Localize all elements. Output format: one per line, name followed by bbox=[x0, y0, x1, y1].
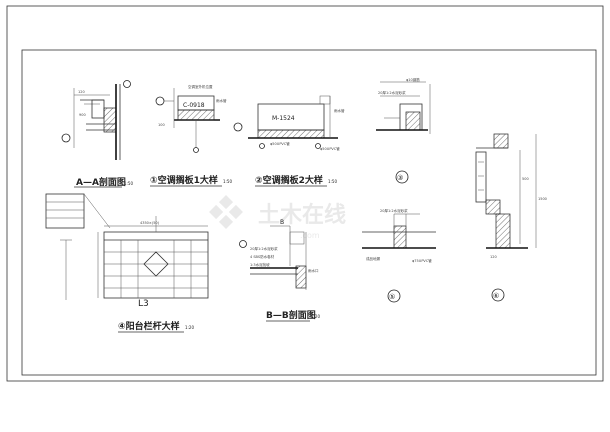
aa-scale: 1:50 bbox=[124, 181, 133, 186]
svg-text:120: 120 bbox=[490, 255, 497, 259]
svg-text:900: 900 bbox=[79, 113, 86, 117]
svg-text:φ10钢筋: φ10钢筋 bbox=[406, 77, 420, 82]
detail-3-mark: ③ bbox=[395, 170, 409, 184]
svg-text:空调室外机位置: 空调室外机位置 bbox=[188, 84, 213, 89]
railing-scale: 1:20 bbox=[185, 325, 194, 330]
l3-label: L3 bbox=[138, 299, 149, 309]
bb-section-drawing: 20厚1:2水泥砂浆 4 SBS防水卷材 1:3水泥找坡 雨水口 bbox=[239, 225, 319, 290]
bb-b-mark: B bbox=[280, 219, 284, 226]
svg-text:1500: 1500 bbox=[538, 197, 547, 201]
svg-text:⑤: ⑤ bbox=[389, 293, 395, 301]
svg-text:φ50UPVC管: φ50UPVC管 bbox=[320, 146, 340, 151]
bb-scale: 1:20 bbox=[311, 314, 320, 319]
svg-text:雨水管: 雨水管 bbox=[216, 98, 227, 103]
aa-section-drawing: 120 900 bbox=[61, 80, 131, 160]
ac1-title: ①空调搁板1大样 bbox=[150, 174, 218, 186]
svg-text:4 SBS防水卷材: 4 SBS防水卷材 bbox=[250, 254, 275, 259]
svg-text:③: ③ bbox=[397, 174, 403, 182]
svg-text:成品地漏: 成品地漏 bbox=[366, 256, 380, 261]
railing-drawing: 4350×(50) bbox=[45, 193, 209, 300]
inner-frame bbox=[21, 49, 597, 376]
bb-title: B—B剖面图 bbox=[266, 309, 316, 321]
ac2-scale: 1:50 bbox=[328, 179, 337, 184]
detail-6-drawing: 500 1500 120 bbox=[475, 133, 547, 259]
ac1-scale: 1:50 bbox=[223, 179, 232, 184]
detail-5-mark: ⑤ bbox=[387, 289, 401, 303]
watermark-text: 土木在线 bbox=[258, 202, 346, 228]
svg-text:20厚1:2水泥砂浆: 20厚1:2水泥砂浆 bbox=[250, 246, 278, 251]
svg-text:4350×(50): 4350×(50) bbox=[140, 221, 160, 225]
m1524-label: M-1524 bbox=[272, 115, 295, 122]
watermark-logo-icon bbox=[209, 195, 243, 229]
watermark-sub: .com bbox=[300, 231, 320, 240]
svg-text:1:3水泥找坡: 1:3水泥找坡 bbox=[250, 262, 270, 267]
svg-text:20厚1:2水泥砂浆: 20厚1:2水泥砂浆 bbox=[380, 208, 408, 213]
svg-text:⑥: ⑥ bbox=[493, 292, 499, 300]
detail-3-drawing: φ10钢筋 20厚1:2水泥砂浆 bbox=[376, 77, 431, 134]
svg-text:雨水口: 雨水口 bbox=[308, 268, 319, 273]
ac2-title: ②空调搁板2大样 bbox=[255, 174, 323, 186]
svg-text:φ75UPVC管: φ75UPVC管 bbox=[412, 258, 432, 263]
svg-text:500: 500 bbox=[522, 177, 529, 181]
ac-c0918-label: C-0918 bbox=[183, 102, 205, 109]
ac-shelf-1-drawing: 空调室外机位置 雨水管 100 bbox=[155, 84, 227, 153]
detail-6-mark: ⑥ bbox=[491, 288, 505, 302]
svg-text:φ50UPVC管: φ50UPVC管 bbox=[270, 141, 290, 146]
railing-title: ④阳台栏杆大样 bbox=[118, 320, 180, 332]
outer-frame bbox=[6, 5, 604, 382]
aa-title: A—A剖面图 bbox=[76, 176, 126, 188]
svg-text:120: 120 bbox=[78, 90, 85, 94]
svg-text:100: 100 bbox=[158, 123, 165, 127]
detail-5-drawing: 20厚1:2水泥砂浆 成品地漏 φ75UPVC管 bbox=[362, 208, 436, 263]
svg-text:20厚1:2水泥砂浆: 20厚1:2水泥砂浆 bbox=[378, 90, 406, 95]
ac-shelf-2-drawing: φ50UPVC管 φ50UPVC管 雨水管 bbox=[233, 95, 345, 151]
watermark: 土木在线 .com bbox=[209, 195, 346, 240]
svg-text:雨水管: 雨水管 bbox=[334, 108, 345, 113]
